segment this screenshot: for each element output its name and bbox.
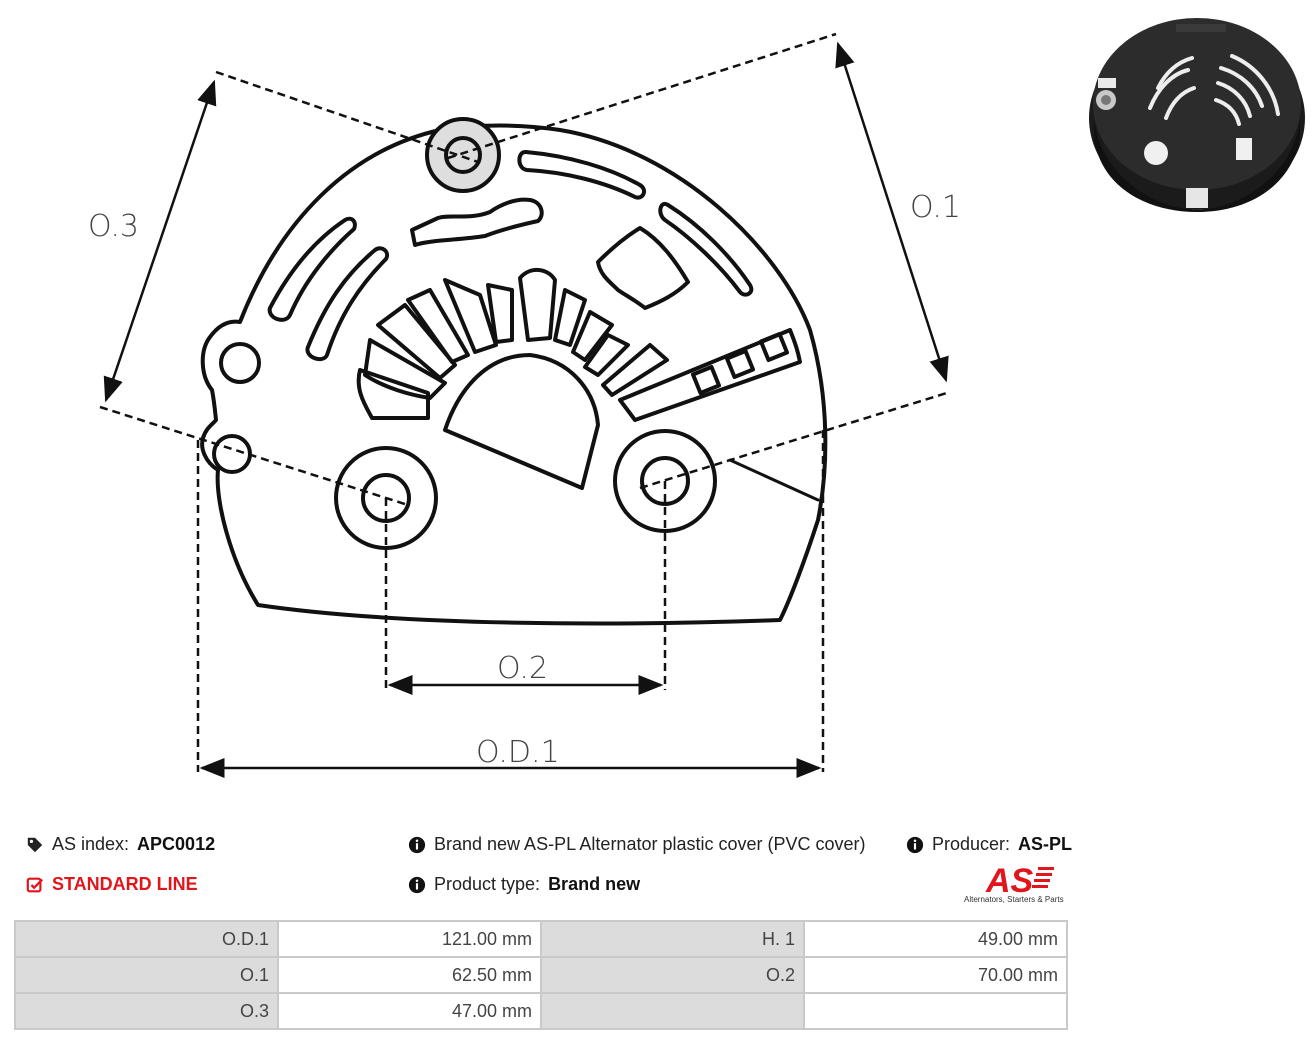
spec-table: O.D.1 121.00 mm H. 1 49.00 mm O.1 62.50 … <box>14 920 1068 1030</box>
check-square-icon <box>26 877 44 892</box>
as-index-row: AS index: APC0012 <box>26 834 215 855</box>
as-logo-mark: AS <box>985 862 1054 900</box>
spec-value: 121.00 mm <box>277 920 542 958</box>
description-row: Brand new AS-PL Alternator plastic cover… <box>408 834 866 855</box>
spec-value: 70.00 mm <box>803 956 1068 994</box>
spec-value: 62.50 mm <box>277 956 542 994</box>
technical-drawing: O.3 O.1 O.2 O.D.1 <box>88 32 961 778</box>
product-photo <box>1089 18 1305 212</box>
spec-value <box>803 992 1068 1030</box>
table-row: O.1 62.50 mm O.2 70.00 mm <box>14 956 1068 994</box>
info-icon <box>408 876 426 893</box>
tags-icon <box>27 837 43 852</box>
spec-key <box>540 992 805 1030</box>
spec-value: 49.00 mm <box>803 920 1068 958</box>
svg-text:AS: AS <box>985 862 1034 896</box>
spec-key: O.1 <box>14 956 279 994</box>
product-type-row: Product type: Brand new <box>408 874 640 895</box>
table-row: O.3 47.00 mm <box>14 992 1068 1030</box>
as-pl-logo: AS Alternators, Starters & Parts <box>964 862 1068 906</box>
spec-value: 47.00 mm <box>277 992 542 1030</box>
logo-tagline: Alternators, Starters & Parts <box>964 895 1064 904</box>
line-row: STANDARD LINE <box>26 874 198 895</box>
dim-label-o1: O.1 <box>910 190 961 225</box>
as-index-label: AS index: <box>52 834 130 854</box>
as-index-value: APC0012 <box>137 834 216 854</box>
spec-key: H. 1 <box>540 920 805 958</box>
spec-key: O.3 <box>14 992 279 1030</box>
product-type-value: Brand new <box>548 874 641 894</box>
product-line: STANDARD LINE <box>52 874 198 894</box>
info-icon <box>408 836 426 853</box>
product-type-label: Product type: <box>434 874 541 894</box>
spec-key: O.D.1 <box>14 920 279 958</box>
spec-key: O.2 <box>540 956 805 994</box>
table-row: O.D.1 121.00 mm H. 1 49.00 mm <box>14 920 1068 958</box>
dim-label-o2: O.2 <box>497 651 548 686</box>
dim-label-od1: O.D.1 <box>476 735 560 770</box>
info-icon <box>906 836 924 853</box>
dim-label-o3: O.3 <box>88 209 139 244</box>
producer-value: AS-PL <box>1018 834 1073 854</box>
product-description: Brand new AS-PL Alternator plastic cover… <box>434 834 866 854</box>
producer-row: Producer: AS-PL <box>906 834 1072 855</box>
producer-label: Producer: <box>932 834 1011 854</box>
